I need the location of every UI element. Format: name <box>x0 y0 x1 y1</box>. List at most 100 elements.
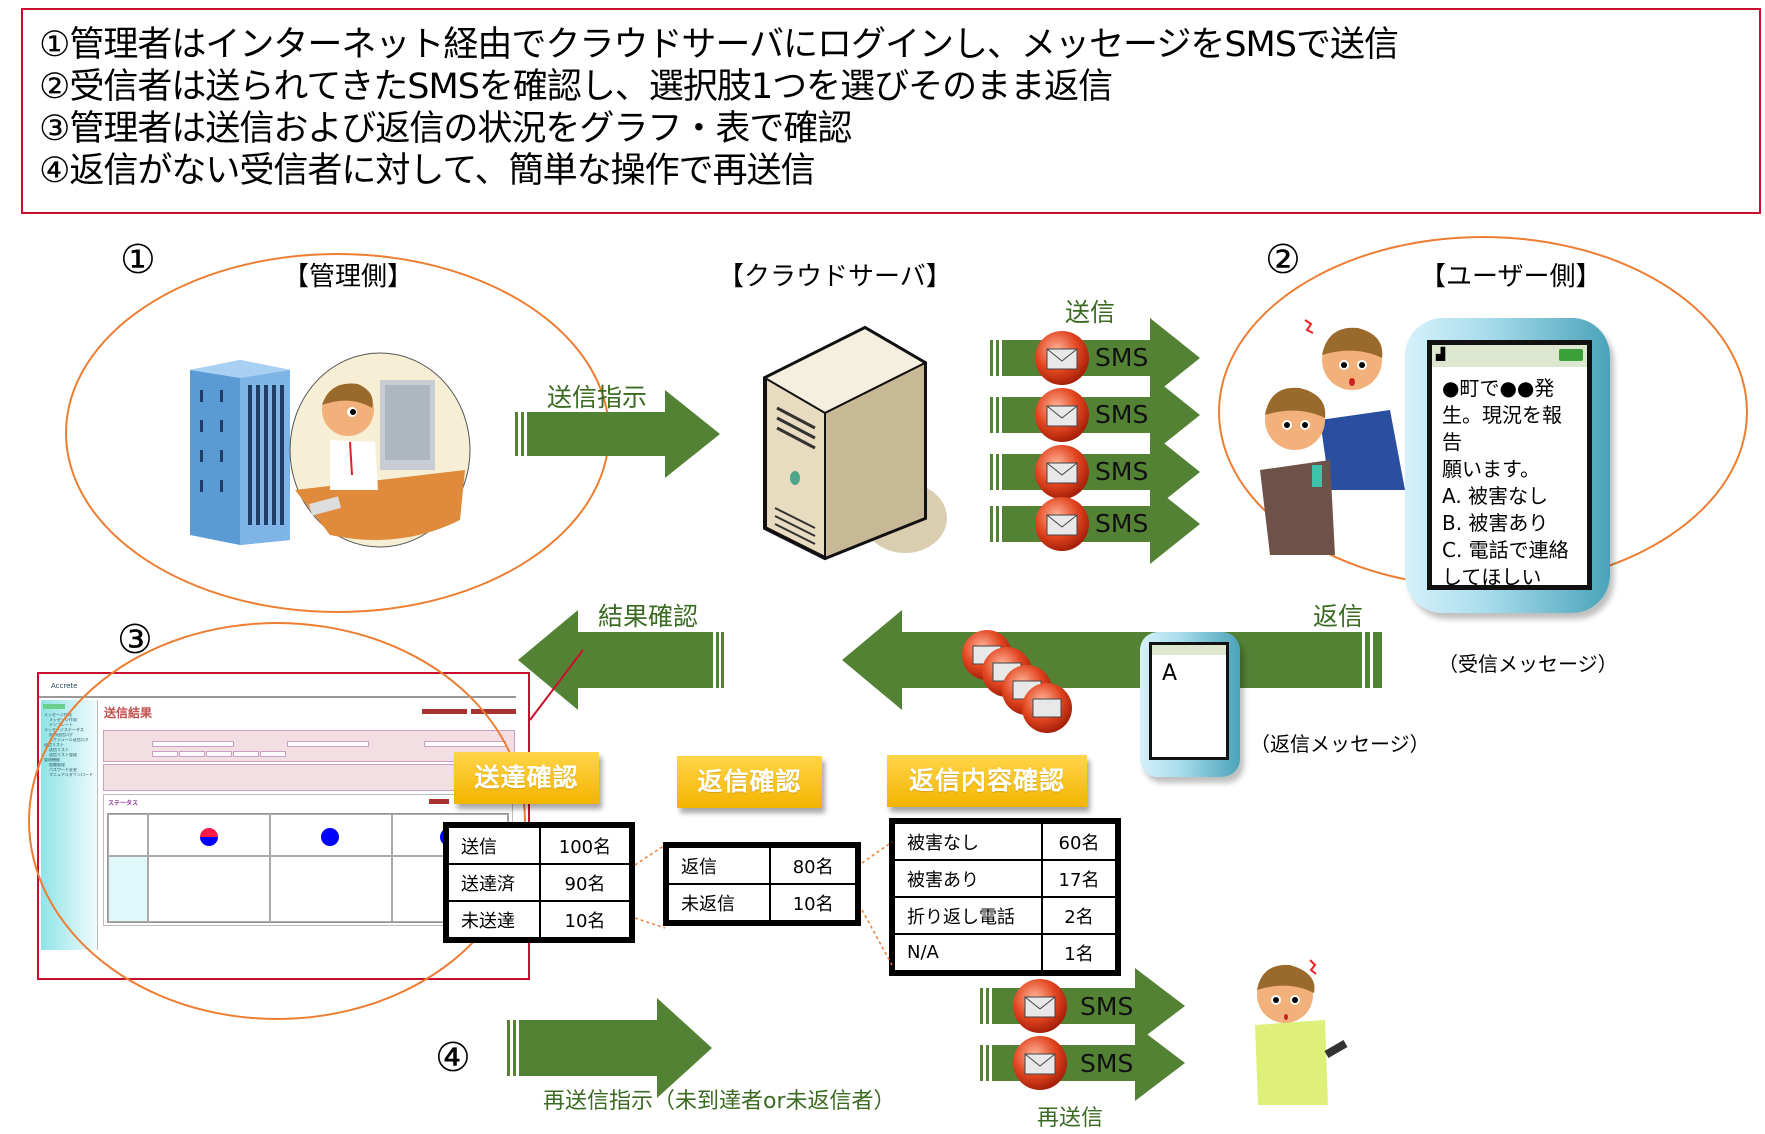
menu-label <box>43 704 65 709</box>
sidebar-item[interactable]: 送信リスト <box>44 743 64 747</box>
office-worker-icon <box>289 352 471 548</box>
step-number-1: ① <box>120 237 156 283</box>
sidebar-item[interactable]: メッセージステータス <box>44 728 84 732</box>
dashboard-button[interactable] <box>429 799 449 804</box>
reply-phone-screen: A <box>1149 642 1229 760</box>
grid-cell <box>270 856 392 922</box>
sidebar-item[interactable]: 送信リスト管理 <box>49 753 77 757</box>
condition-select[interactable] <box>206 751 232 757</box>
received-phone-screen: ▟ ●町で●●発 生。現況を報告 願います。 A. 被害なし B. 被害あり C… <box>1427 340 1592 590</box>
row-value: 100名 <box>538 824 634 865</box>
reply-message-caption: （返信メッセージ） <box>1250 732 1430 756</box>
row-value: 2名 <box>1041 896 1119 935</box>
send-instruction-arrow <box>515 390 720 478</box>
sms-label: SMS <box>1095 343 1148 372</box>
sidebar-item[interactable]: メッセージ作成 <box>49 718 77 722</box>
status-title: ステータス <box>108 800 139 807</box>
dashboard-title: 送信結果 <box>104 706 153 720</box>
row-label: 折り返し電話 <box>891 896 1043 935</box>
row-label: 送信 <box>445 824 541 865</box>
connector-line <box>634 917 666 929</box>
mobile-phone-icon <box>1324 1040 1348 1058</box>
condition-select[interactable] <box>179 751 205 757</box>
reply-arrow <box>842 610 1382 733</box>
dashboard-topbar <box>39 696 516 698</box>
summary-line-2: ②受信者は送られてきたSMSを確認し、選択肢1つを選びそのまま返信 <box>39 67 1113 107</box>
summary-line-4: ④返信がない受信者に対して、簡単な操作で再送信 <box>39 151 816 191</box>
admin-section-label: 【管理側】 <box>283 262 414 292</box>
sidebar-item[interactable]: スケジュール送信ログ <box>49 738 89 742</box>
sidebar-item[interactable]: テンプレート <box>49 723 73 727</box>
grid-cell <box>108 814 148 856</box>
dashboard-button[interactable] <box>422 709 467 714</box>
sms-label: SMS <box>1080 1049 1133 1078</box>
dashboard-button[interactable] <box>471 709 516 714</box>
reply-pie-chart <box>321 828 339 846</box>
sms-arrow-4: SMS <box>990 484 1200 564</box>
sms-label: SMS <box>1095 400 1148 429</box>
sidebar-item[interactable]: メッセージ作成 <box>44 713 72 717</box>
condition-select[interactable] <box>424 741 506 747</box>
resend-instruction-arrow <box>507 998 712 1098</box>
sidebar-item[interactable]: 即時送信ログ <box>49 733 73 737</box>
callout-line <box>529 649 584 721</box>
sidebar-item[interactable]: 組織管理 <box>49 763 65 767</box>
sms-arrow-1: SMS <box>990 318 1200 398</box>
check-results-label: 結果確認 <box>598 602 699 631</box>
condition-select[interactable] <box>287 741 369 747</box>
table-connectors <box>634 841 893 966</box>
send-instruction-label: 送信指示 <box>547 383 648 412</box>
sms-label: SMS <box>1080 992 1133 1021</box>
send-label: 送信 <box>1065 298 1116 327</box>
row-value: 60名 <box>1041 820 1119 861</box>
man-blue-suit-icon <box>1304 319 1405 490</box>
delivery-check-tag: 送達確認 <box>454 752 599 804</box>
step-number-2: ② <box>1265 237 1301 283</box>
row-value: 1名 <box>1041 933 1119 974</box>
condition-select[interactable] <box>152 751 178 757</box>
resend-label: 再送信 <box>1037 1106 1104 1131</box>
step-number-3: ③ <box>117 617 153 663</box>
admin-office-illustration <box>190 352 471 548</box>
received-message-caption: （受信メッセージ） <box>1438 652 1618 676</box>
condition-select[interactable] <box>260 751 286 757</box>
dashboard-sidebar: メッセージ作成 メッセージ作成 テンプレート メッセージステータス 即時送信ログ… <box>41 700 98 950</box>
mobile-phone-icon <box>1312 465 1322 487</box>
reply-message-text: A <box>1162 661 1178 686</box>
sms-send-arrows: SMS SMS SMS SMS <box>990 318 1200 564</box>
reply-label: 返信 <box>1313 602 1364 631</box>
resend-instruction-label: 再送信指示（未到達者or未返信者） <box>543 1089 896 1114</box>
sidebar-item[interactable]: マニュアルダウンロード <box>49 773 93 777</box>
received-phone: ▟ ●町で●●発 生。現況を報告 願います。 A. 被害なし B. 被害あり C… <box>1405 318 1610 613</box>
sidebar-item[interactable]: 送信リスト <box>49 748 69 752</box>
reply-check-tag: 返信確認 <box>677 756 822 808</box>
sms-resend-arrows: SMS SMS <box>980 968 1185 1101</box>
signal-icon: ▟ <box>1436 347 1446 361</box>
summary-box: ①管理者はインターネット経由でクラウドサーバにログインし、メッセージをSMSで送… <box>21 8 1761 214</box>
sidebar-item[interactable]: 管理機能 <box>44 758 60 762</box>
row-value: 10名 <box>538 900 634 941</box>
reply-envelopes-icon <box>962 630 1072 733</box>
office-building-icon <box>190 360 290 545</box>
check-results-arrow <box>518 610 724 710</box>
condition-select[interactable] <box>152 741 234 747</box>
sms-resend-arrow-2: SMS <box>980 1025 1185 1101</box>
row-label: 未返信 <box>664 883 772 924</box>
row-label: 被害あり <box>891 859 1043 898</box>
condition-select[interactable] <box>233 751 259 757</box>
delivery-pie-chart <box>200 828 218 846</box>
sidebar-item[interactable]: パスワード変更 <box>49 768 77 772</box>
man-brown-suit-icon <box>1260 387 1335 555</box>
row-label: 返信 <box>664 844 772 885</box>
sms-label: SMS <box>1095 457 1148 486</box>
row-label: N/A <box>891 933 1043 974</box>
summary-line-3: ③管理者は送信および返信の状況をグラフ・表で確認 <box>39 109 852 149</box>
